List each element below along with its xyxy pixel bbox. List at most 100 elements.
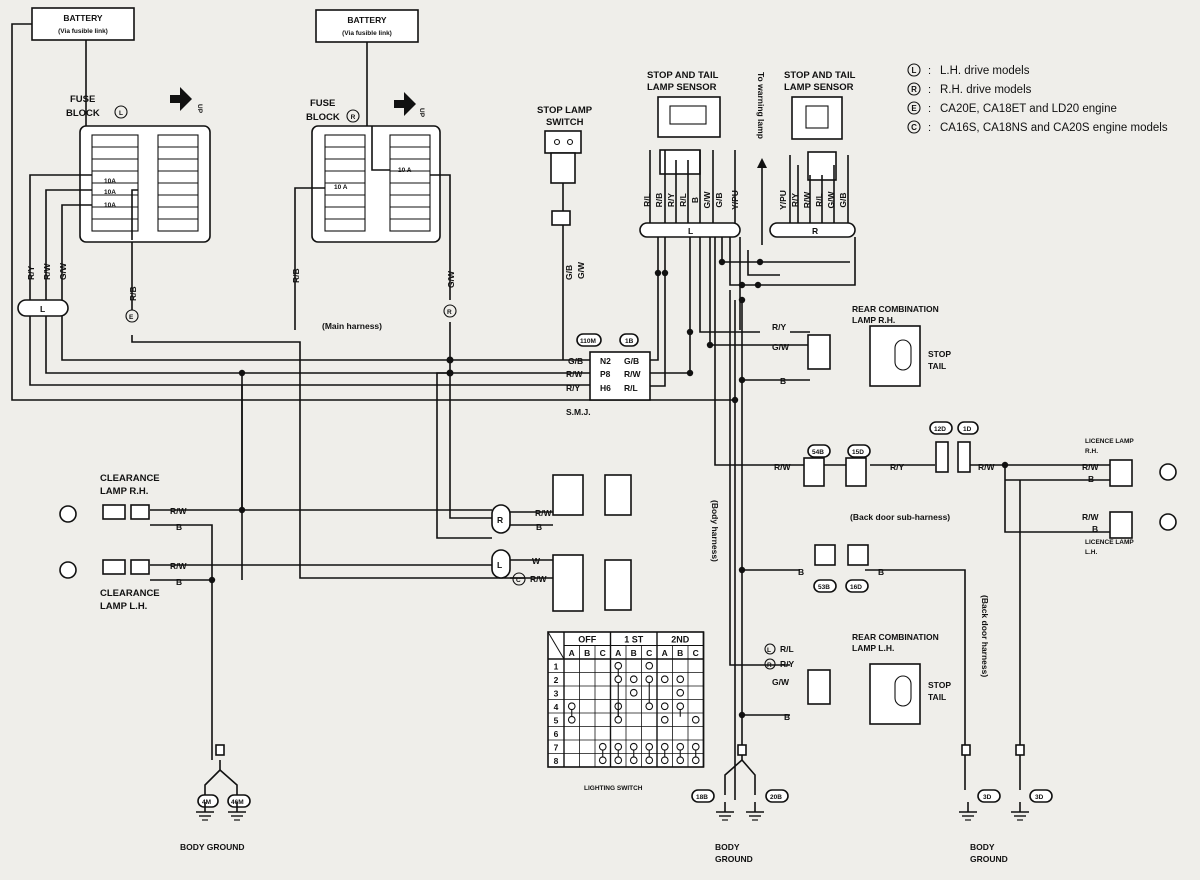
svg-text:BLOCK: BLOCK — [66, 108, 100, 119]
svg-text:G/B: G/B — [568, 356, 583, 366]
svg-text:1B: 1B — [625, 338, 634, 345]
svg-text:20B: 20B — [770, 794, 782, 801]
continuity-marker — [660, 715, 669, 724]
continuity-marker — [676, 756, 685, 765]
svg-text:R/Y: R/Y — [890, 462, 905, 472]
svg-text:BODY GROUND: BODY GROUND — [180, 842, 245, 852]
continuity-marker — [598, 756, 607, 765]
terminal-header: A — [615, 648, 621, 658]
svg-text:P8: P8 — [600, 369, 611, 379]
svg-text:4M: 4M — [202, 799, 211, 806]
svg-text:L: L — [497, 560, 502, 570]
legend-symbol-icon — [907, 63, 921, 77]
continuity-marker — [660, 702, 669, 711]
to-warning-lamp-label: To warning lamp — [756, 72, 766, 139]
wire-label: G/W — [702, 191, 712, 209]
svg-text:L: L — [119, 110, 123, 117]
wire-labels: R/Y R/W G/W R/B R/B G/W G/B G/W (Main ha… — [26, 190, 1100, 722]
continuity-marker — [676, 742, 685, 751]
wire-label: Y/PU — [778, 190, 788, 210]
svg-text:R/W: R/W — [1082, 512, 1100, 522]
continuity-marker — [614, 715, 623, 724]
continuity-marker — [629, 688, 638, 697]
svg-text:R/Y: R/Y — [566, 383, 581, 393]
continuity-marker — [645, 675, 654, 684]
svg-text:R/Y: R/Y — [26, 266, 36, 281]
svg-text:CLEARANCE: CLEARANCE — [100, 473, 160, 484]
svg-text:(Back door sub-harness): (Back door sub-harness) — [850, 512, 950, 522]
svg-text:LICENCE LAMP: LICENCE LAMP — [1085, 539, 1134, 546]
svg-text:10A: 10A — [104, 178, 116, 185]
svg-text:G/W: G/W — [446, 270, 456, 288]
wire-label: R/Y — [666, 193, 676, 208]
battery-right: BATTERY (Via fusible link) — [315, 9, 419, 43]
svg-text:(Via fusible link): (Via fusible link) — [58, 28, 108, 35]
svg-text:CLEARANCE: CLEARANCE — [100, 588, 160, 599]
svg-text:(Back door harness): (Back door harness) — [980, 595, 990, 677]
svg-text:R/W: R/W — [566, 369, 584, 379]
svg-text:B: B — [1092, 524, 1098, 534]
legend-symbol: C — [911, 123, 917, 132]
legend-text: R.H. drive models — [940, 84, 1032, 96]
svg-text:STOP AND TAIL: STOP AND TAIL — [647, 70, 719, 81]
row-number: 4 — [554, 702, 559, 712]
svg-text:LAMP SENSOR: LAMP SENSOR — [647, 82, 717, 93]
terminal-header: C — [600, 648, 606, 658]
row-number: 7 — [554, 743, 559, 753]
terminal-header: B — [677, 648, 683, 658]
svg-text:LAMP R.H.: LAMP R.H. — [100, 486, 148, 497]
svg-text:E: E — [129, 314, 134, 321]
continuity-marker — [614, 661, 623, 670]
svg-text:N2: N2 — [600, 356, 611, 366]
terminal-header: B — [584, 648, 590, 658]
svg-text:R/W: R/W — [170, 506, 188, 516]
wire-label: B — [690, 197, 700, 203]
wire-label: G/W — [826, 191, 836, 209]
fuse-block-rh: FUSE BLOCK R UP 10 A 10 A — [306, 92, 441, 243]
svg-text:10 A: 10 A — [334, 184, 348, 191]
continuity-marker — [676, 702, 685, 711]
row-number: 3 — [554, 689, 559, 699]
wire-label: G/B — [714, 192, 724, 207]
svg-text:R/W: R/W — [170, 561, 188, 571]
svg-text:10 A: 10 A — [398, 167, 412, 174]
svg-text:B: B — [1088, 474, 1094, 484]
terminal-header: A — [569, 648, 575, 658]
svg-text:R/W: R/W — [42, 263, 52, 281]
wires: L — [11, 23, 1110, 800]
legend-text: L.H. drive models — [940, 65, 1030, 77]
row-number: 6 — [554, 729, 559, 739]
svg-text:12D: 12D — [934, 426, 946, 433]
svg-text:TAIL: TAIL — [928, 361, 946, 371]
svg-text:G/B: G/B — [624, 356, 639, 366]
svg-text:R: R — [812, 226, 818, 236]
lamp-symbols — [59, 325, 1177, 725]
svg-text:110M: 110M — [580, 338, 596, 345]
svg-text:FUSE: FUSE — [70, 94, 95, 105]
legend-colon: : — [928, 65, 931, 77]
svg-text:L: L — [40, 304, 45, 314]
continuity-marker — [645, 661, 654, 670]
legend-symbol-icon — [907, 82, 921, 96]
svg-text:REAR COMBINATION: REAR COMBINATION — [852, 632, 939, 642]
svg-text:LAMP SENSOR: LAMP SENSOR — [784, 82, 854, 93]
svg-text:FUSE: FUSE — [310, 98, 335, 109]
up-arrow-icon — [170, 87, 192, 111]
svg-text:B: B — [784, 712, 790, 722]
svg-text:3D: 3D — [1035, 794, 1044, 801]
row-number: 8 — [554, 756, 559, 766]
svg-text:GROUND: GROUND — [715, 854, 753, 864]
svg-text:G/W: G/W — [58, 262, 68, 280]
connector-bar-l: L — [639, 222, 741, 238]
svg-text:R: R — [767, 662, 772, 669]
svg-text:LAMP L.H.: LAMP L.H. — [852, 643, 894, 653]
legend-colon: : — [928, 84, 931, 96]
continuity-marker — [691, 715, 700, 724]
terminal-header: C — [646, 648, 652, 658]
svg-text:B: B — [536, 522, 542, 532]
continuity-marker — [660, 675, 669, 684]
continuity-marker — [629, 675, 638, 684]
continuity-marker — [676, 675, 685, 684]
